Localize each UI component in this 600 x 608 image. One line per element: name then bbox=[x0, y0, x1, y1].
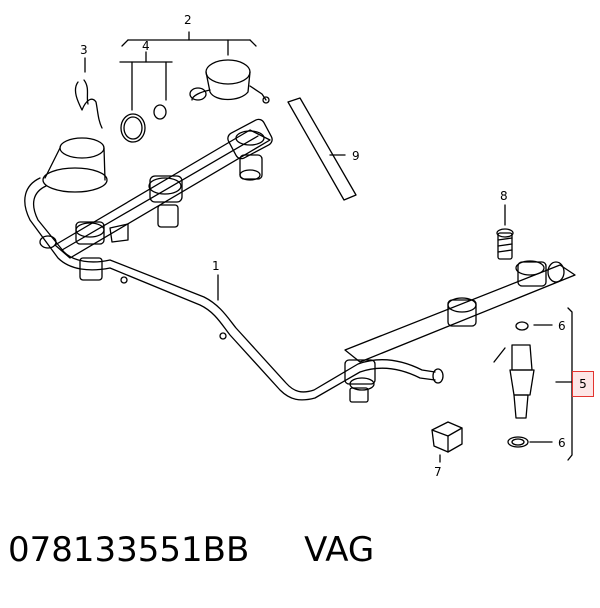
fuel-rail-diagram: 2 4 3 1 9 8 6 6 7 bbox=[24, 13, 576, 479]
fuel-rail-lower bbox=[344, 260, 576, 403]
callout-1: 1 bbox=[212, 259, 220, 273]
part-caption: 078133551BB VAG bbox=[8, 530, 374, 570]
callout-3: 3 bbox=[80, 43, 88, 57]
callout-8: 8 bbox=[500, 189, 508, 203]
o-rings bbox=[120, 104, 167, 143]
bracket-clip bbox=[431, 421, 463, 453]
brand-label: VAG bbox=[304, 530, 375, 570]
callout-6-top: 6 bbox=[558, 319, 566, 333]
bolt bbox=[496, 228, 514, 260]
callout-4: 4 bbox=[142, 39, 150, 53]
retaining-clip bbox=[74, 79, 103, 129]
callout-5: 5 bbox=[579, 377, 587, 391]
vacuum-hose bbox=[287, 97, 357, 201]
callout-6-bottom: 6 bbox=[558, 436, 566, 450]
pressure-regulator bbox=[189, 59, 270, 104]
fuel-pipe bbox=[24, 177, 444, 401]
leader-lines bbox=[84, 31, 573, 463]
callout-9: 9 bbox=[352, 149, 360, 163]
callout-2: 2 bbox=[184, 13, 192, 27]
callout-7: 7 bbox=[434, 465, 442, 479]
callout-5-highlight bbox=[572, 371, 594, 397]
fuel-rail-upper bbox=[39, 118, 273, 281]
fuel-damper-left bbox=[42, 137, 108, 193]
part-number: 078133551BB bbox=[8, 530, 250, 570]
